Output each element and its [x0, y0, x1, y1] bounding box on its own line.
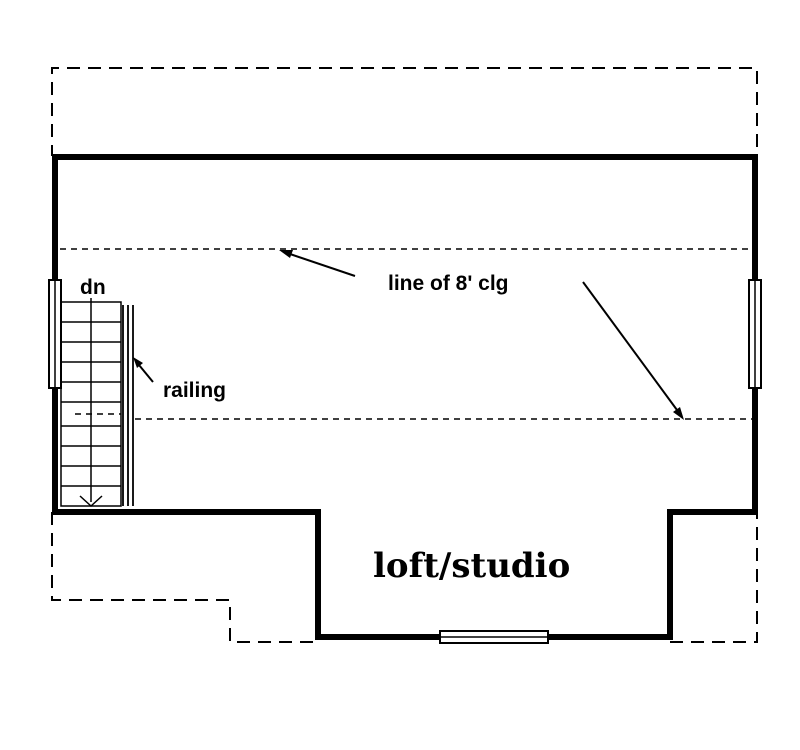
leader-arrow-ceiling-lower — [582, 281, 684, 420]
railing-label: railing — [163, 379, 226, 402]
leader-arrow-railing — [133, 357, 154, 383]
room-name-label: loft/studio — [373, 546, 570, 586]
stair-arrow-icon — [79, 495, 103, 508]
railing — [122, 305, 134, 506]
staircase — [60, 298, 122, 508]
lower-floor-outline-right — [670, 512, 758, 643]
stairs-direction-label: dn — [80, 276, 106, 299]
window-left — [48, 279, 62, 389]
window-right — [748, 279, 762, 389]
leader-arrow-ceiling-upper — [279, 250, 356, 277]
lower-floor-outline-left — [51, 512, 318, 643]
ceiling-line-label: line of 8' clg — [388, 272, 509, 295]
roof-overhang-outline — [51, 67, 758, 156]
window-bottom — [439, 630, 549, 644]
exterior-wall — [52, 154, 758, 640]
